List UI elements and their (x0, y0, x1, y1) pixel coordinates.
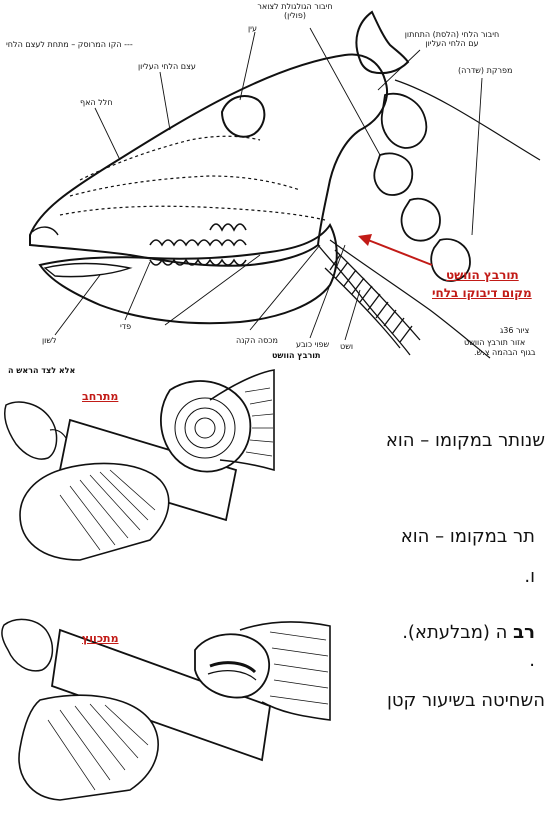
label-bottom-mid: פדי (120, 322, 131, 331)
blade-1 (60, 420, 236, 520)
label-caption-2: בגוף הבהמה צ.ש. (474, 348, 536, 357)
anatomy-diagram (0, 0, 555, 360)
label-trachea-bottom: תורבץ הוושט (272, 351, 320, 360)
vertebrae (374, 94, 470, 281)
label-throat-connection: חיבור הגולגולת לצואר (פולין) (250, 2, 340, 20)
callout-arrow (358, 234, 432, 265)
pipe-lower-2 (19, 695, 158, 800)
label-caption-1: אזור תורבץ הוושט (464, 338, 525, 347)
pipe-right-2 (195, 634, 269, 697)
text-line-1: שנותר במקומו – הוא (386, 430, 545, 452)
callout-subtitle: מקום דיבוקו בלחי (432, 286, 532, 300)
text-line-2: תר במקומו – הוא (401, 526, 535, 548)
callout-title: תורבץ הוושט (446, 268, 519, 282)
label-nasal-cavity: חלל האף (80, 98, 113, 107)
label-figure-id: ציור 36ג (500, 326, 529, 335)
blade-2 (52, 630, 270, 760)
hand-left-2 (2, 619, 52, 670)
tongue (45, 264, 130, 277)
label-dog-lips: שפוי כובע (296, 340, 329, 349)
text-line-4-rest: ה (מבלעתא). (402, 622, 507, 643)
label-legend-dashed: --- הקו המרוסק – מתחת לעצם הלחי (6, 40, 133, 49)
label-tongue: לשון (42, 336, 57, 345)
narrowing-label: מתכווץ (82, 632, 119, 645)
illustration-top-label: אלא לצד הראש ה (8, 366, 75, 375)
eye-orbit (222, 96, 264, 137)
hand-left-1 (5, 402, 57, 459)
text-line-3: ו. (524, 566, 535, 588)
label-eye: עין (248, 24, 257, 33)
lower-jaw (40, 225, 337, 323)
label-windpipe-cover: מכסה הקנה (236, 336, 278, 345)
label-esophagus: ושט (340, 342, 353, 351)
nasal-cavity (80, 136, 260, 180)
leader-lines (55, 28, 482, 340)
widening-label: מתרחב (82, 390, 118, 403)
text-line-6: השחיטה בשיעור קטן (387, 690, 545, 712)
esophagus (318, 245, 410, 355)
text-line-4: רב ה (מבלעתא). (402, 622, 535, 644)
text-line-5: . (529, 650, 535, 672)
neck-outline (395, 80, 540, 160)
label-upper-jaw-bone: עצם הלחי העליון (138, 62, 196, 71)
label-jaw-connection: חיבור הלחי (הלסת) התחתון עם הלחי העליון (392, 30, 512, 48)
label-vertebra: מפרקת (שדרה) (458, 66, 512, 75)
pipe-lower-1 (20, 463, 169, 560)
trachea (325, 250, 420, 348)
pipe-right-1 (161, 381, 250, 472)
text-line-4-bold: רב (513, 622, 535, 643)
